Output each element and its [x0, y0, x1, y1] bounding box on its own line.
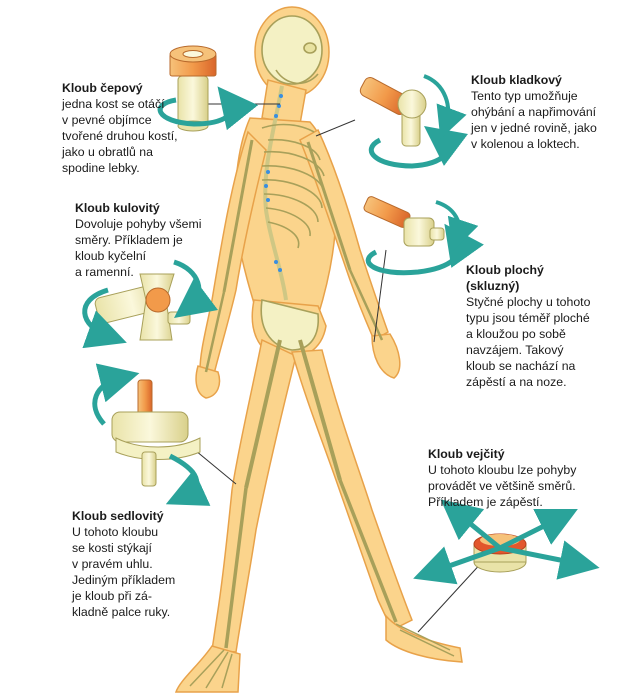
- eye-socket: [303, 42, 317, 54]
- jaw: [275, 69, 319, 85]
- front-humerus: [306, 141, 352, 271]
- front-foot-bones: [395, 623, 455, 657]
- ball-arrow-2: [173, 259, 219, 319]
- plane-joint-illustration: [363, 196, 484, 276]
- ellipsoid-arrow-nw: [440, 499, 502, 550]
- back-leg: [211, 338, 297, 653]
- front-leg: [291, 349, 413, 632]
- ball-arrow-1: [82, 287, 127, 349]
- back-femur: [244, 339, 282, 489]
- ellipsoid-arrow-ne: [498, 509, 578, 551]
- front-tibia: [338, 479, 398, 623]
- back-forearm: [204, 291, 226, 373]
- back-foot-bones: [189, 649, 233, 689]
- front-hand: [371, 333, 401, 379]
- leader-kladkovy: [315, 119, 356, 137]
- callout-title: Kloub čepový: [62, 81, 143, 95]
- callout-ellipsoid-joint: Kloub vejčitý U tohoto kloubu lze pohyby…: [428, 446, 603, 510]
- saddle-arrow-1: [92, 363, 140, 426]
- callout-saddle-joint: Kloub sedlovitý U tohoto kloubu se kosti…: [72, 508, 212, 620]
- front-femur: [298, 339, 342, 481]
- rotation-arrow: [157, 86, 259, 131]
- hinge-arrow-1: [368, 125, 469, 169]
- callout-hinge-joint: Kloub kladkový Tento typ umožňuje ohýbán…: [471, 72, 621, 152]
- ellipsoid-arrow-se: [499, 540, 600, 580]
- leader-vejcity: [417, 559, 485, 633]
- plane-arrow-1: [365, 223, 484, 276]
- callout-body: jedna kost se otáčí v pevné objímce tvoř…: [62, 97, 178, 175]
- hinge-joint-illustration: [359, 74, 469, 169]
- skeleton: [189, 15, 455, 689]
- callout-ball-joint: Kloub kulovitý Dovoluje pohyby všemi smě…: [75, 200, 225, 280]
- pivot-joint-illustration: [157, 45, 259, 132]
- back-humerus: [222, 139, 254, 293]
- callout-title: Kloub sedlovitý: [72, 509, 164, 523]
- callout-title: Kloub vejčitý: [428, 447, 505, 461]
- callout-body: U tohoto kloubu lze pohyby provádět ve v…: [428, 463, 577, 509]
- clavicle: [261, 123, 315, 133]
- hinge-arrow-2: [423, 74, 467, 139]
- ellipsoid-joint-illustration: [413, 499, 600, 585]
- callout-title: Kloub kulovitý: [75, 201, 160, 215]
- saddle-arrow-2: [165, 453, 211, 506]
- callout-plane-joint: Kloub plochý (skluzný) Styčné plochy u t…: [466, 262, 616, 390]
- skull: [261, 15, 323, 85]
- front-forearm: [348, 269, 384, 341]
- leader-plochy: [373, 249, 387, 343]
- callout-body: U tohoto kloubu se kosti stýkají v pravé…: [72, 525, 176, 619]
- plane-arrow-2: [435, 200, 479, 252]
- pelvis-bone: [260, 299, 319, 351]
- callout-body: Styčné plochy u tohoto typu jsou téměř p…: [466, 295, 591, 389]
- back-hand: [195, 365, 221, 399]
- ellipsoid-arrow-sw: [413, 545, 501, 585]
- spine-markers: [264, 94, 283, 272]
- callout-title: Kloub kladkový: [471, 73, 562, 87]
- back-tibia: [224, 487, 248, 649]
- callout-title: Kloub plochý (skluzný): [466, 263, 544, 293]
- callout-pivot-joint: Kloub čepový jedna kost se otáčí v pevné…: [62, 80, 212, 176]
- callout-body: Dovoluje pohyby všemi směry. Příkladem j…: [75, 217, 202, 279]
- ball-joint-illustration: [82, 259, 219, 349]
- callout-body: Tento typ umožňuje ohýbání a napřimování…: [471, 89, 597, 151]
- saddle-joint-illustration: [92, 363, 211, 506]
